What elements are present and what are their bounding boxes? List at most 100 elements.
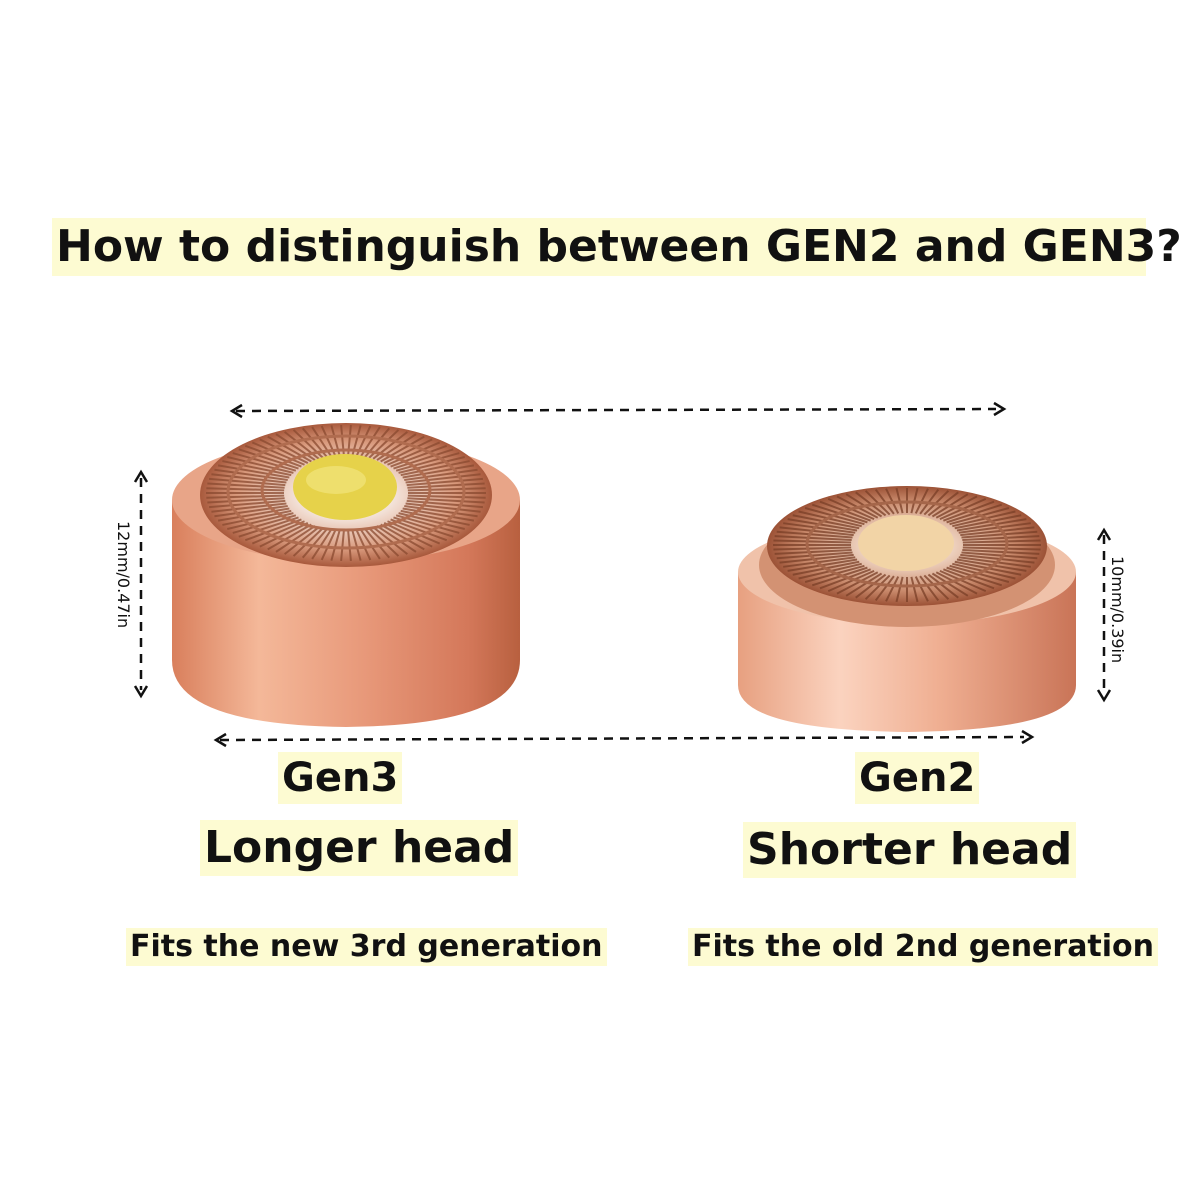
coil-stroke xyxy=(404,505,478,518)
coil-stroke xyxy=(232,452,297,472)
coil-stroke xyxy=(207,482,285,489)
gen3-head-image xyxy=(172,423,520,727)
coil-stroke xyxy=(208,477,286,487)
coil-stroke xyxy=(407,494,486,499)
coil-stroke xyxy=(776,551,853,560)
width-arrow-top xyxy=(229,401,1007,419)
coil-stroke xyxy=(380,435,425,463)
gen2-description: Shorter head xyxy=(743,822,1077,878)
coil-stroke xyxy=(390,518,448,542)
coil-stroke xyxy=(393,448,454,470)
coil-stroke xyxy=(347,530,352,562)
coil-stroke xyxy=(383,438,433,464)
coil-stroke xyxy=(284,526,320,555)
coil-stroke xyxy=(355,530,372,561)
coil-stroke xyxy=(301,528,328,559)
coil-stroke xyxy=(372,526,408,555)
coil-stroke xyxy=(206,487,285,492)
coil-stroke xyxy=(961,530,1038,539)
coil-stroke xyxy=(320,530,337,561)
gen3-fit-note: Fits the new 3rd generation xyxy=(126,928,607,966)
coil-stroke xyxy=(217,464,290,479)
coil-stroke xyxy=(956,518,1027,532)
coil-stroke xyxy=(774,535,852,541)
coil-stroke xyxy=(207,497,285,504)
coil-stroke xyxy=(407,482,485,489)
coil-stroke xyxy=(952,510,1016,528)
coil-stroke xyxy=(364,528,391,559)
gen3-label: Gen3 xyxy=(278,752,403,804)
coil-stroke xyxy=(402,464,475,479)
coil-stroke xyxy=(962,549,1040,555)
coil-stroke xyxy=(211,473,287,484)
coil-stroke xyxy=(251,441,305,466)
coil-stroke xyxy=(267,523,312,551)
coil-stroke xyxy=(406,499,484,509)
coil-stroke xyxy=(227,455,294,474)
coil-stroke xyxy=(885,576,900,602)
coil-stroke xyxy=(927,573,959,599)
coil-stroke xyxy=(943,568,995,590)
coil-stroke xyxy=(383,522,433,548)
coil-stroke xyxy=(244,444,302,468)
coil-stroke xyxy=(211,502,287,513)
coil-stroke xyxy=(960,553,1035,564)
gen2-fit-note: Fits the old 2nd generation xyxy=(688,928,1159,966)
gen3-height-arrow xyxy=(133,469,149,699)
coil-stroke xyxy=(351,530,362,561)
coil-stroke xyxy=(407,497,485,504)
page-title: How to distinguish between GEN2 and GEN3… xyxy=(52,218,1182,276)
coil-stroke xyxy=(238,448,299,470)
coil-stroke xyxy=(376,525,417,553)
coil-stroke xyxy=(222,460,292,477)
coil-stroke xyxy=(330,530,341,561)
coil-stroke xyxy=(406,477,484,487)
coil-stroke xyxy=(874,575,895,602)
coil-stroke xyxy=(958,556,1031,568)
coil-stroke xyxy=(773,539,852,544)
coil-stroke xyxy=(914,576,929,602)
coil-stroke xyxy=(206,494,285,499)
coil-stroke xyxy=(368,527,400,557)
coil-stroke xyxy=(292,527,324,557)
coil-stroke xyxy=(960,526,1035,537)
coil-stroke xyxy=(390,444,448,468)
coil-stroke xyxy=(923,574,950,600)
coil-stroke xyxy=(962,546,1041,551)
coil-stroke xyxy=(954,514,1022,530)
coil-stroke xyxy=(787,518,858,532)
coil-stroke xyxy=(387,520,441,545)
coil-stroke xyxy=(962,535,1040,541)
coil-stroke xyxy=(819,568,871,590)
coil-stroke xyxy=(340,530,345,562)
coil-stroke xyxy=(939,569,987,593)
coil-stroke xyxy=(845,572,883,597)
coil-stroke xyxy=(792,514,860,530)
coil-stroke xyxy=(380,523,425,551)
width-arrow-bottom xyxy=(213,729,1035,748)
coil-stroke xyxy=(931,572,969,597)
gen3-description: Longer head xyxy=(200,820,519,876)
coil-stroke xyxy=(776,530,853,539)
coil-stroke xyxy=(360,529,381,560)
gen2-height-arrow xyxy=(1096,527,1112,703)
coil-stroke xyxy=(217,507,290,522)
coil-stroke xyxy=(864,574,891,600)
gen3-dimension-label: 12mm/0.47in xyxy=(114,521,133,628)
coil-stroke xyxy=(387,441,441,466)
coil-stroke xyxy=(208,499,286,509)
coil-stroke xyxy=(398,455,465,474)
coil-stroke xyxy=(407,487,486,492)
coil-stroke xyxy=(855,573,887,599)
coil-stroke xyxy=(244,518,302,542)
coil-stroke xyxy=(405,502,481,513)
coil-stroke xyxy=(958,522,1031,534)
coil-stroke xyxy=(910,576,919,603)
gen2-head-image xyxy=(738,486,1076,732)
coil-stroke xyxy=(779,526,854,537)
gen2-dimension-label: 10mm/0.39in xyxy=(1108,556,1127,663)
coil-stroke xyxy=(935,571,978,595)
coil-stroke xyxy=(214,468,288,481)
coil-stroke xyxy=(962,539,1041,544)
